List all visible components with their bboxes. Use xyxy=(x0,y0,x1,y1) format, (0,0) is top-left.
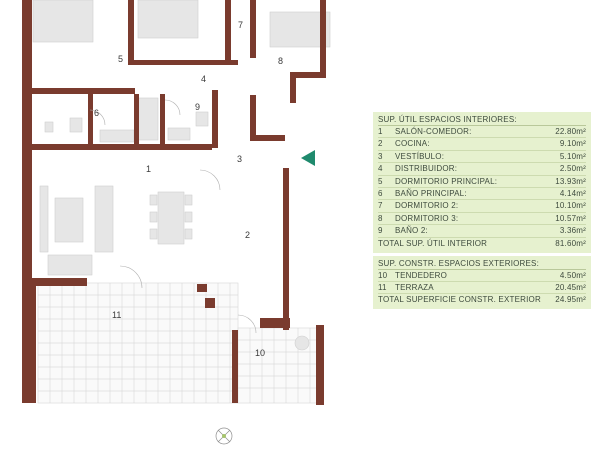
exterior-header: SUP. CONSTR. ESPACIOS EXTERIORES: xyxy=(378,258,586,270)
room-label: 11 xyxy=(112,310,121,320)
interior-header: SUP. ÚTIL ESPACIOS INTERIORES: xyxy=(378,114,586,126)
room-label: 2 xyxy=(245,230,250,240)
furniture xyxy=(32,0,331,351)
room-label: 4 xyxy=(201,74,206,84)
room-label: 6 xyxy=(94,108,99,118)
room-label: 3 xyxy=(237,154,242,164)
entrance-arrow-icon xyxy=(301,150,315,166)
terrace-grid xyxy=(37,282,239,404)
room-label: 10 xyxy=(255,348,265,358)
floor-plan: 1 2 3 4 5 6 7 8 9 10 11 xyxy=(22,0,331,445)
north-compass-icon xyxy=(215,427,233,445)
door-swings xyxy=(89,99,257,334)
room-label: 8 xyxy=(278,56,283,66)
room-label: 7 xyxy=(238,20,243,30)
room-label: 5 xyxy=(118,54,123,64)
room-labels: 1 2 3 4 5 6 7 8 9 10 11 xyxy=(94,20,283,358)
walls xyxy=(22,0,326,405)
room-label: 1 xyxy=(146,164,151,174)
room-label: 9 xyxy=(195,102,200,112)
